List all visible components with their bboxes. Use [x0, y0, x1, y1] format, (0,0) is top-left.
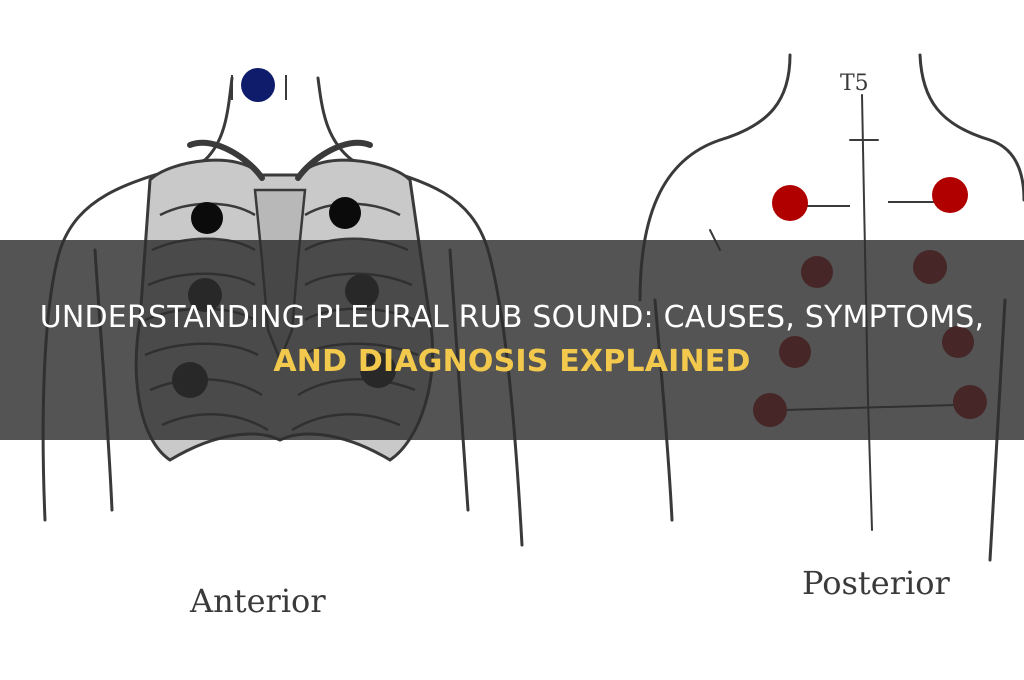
article-title-line-2: And Diagnosis Explained: [273, 344, 751, 379]
posterior-shoulder-right: [988, 138, 1024, 202]
anterior-neck-right: [316, 76, 354, 162]
auscultation-point: [329, 197, 361, 229]
suprasternal-point: [241, 68, 275, 102]
anterior-clavicle-right: [295, 139, 373, 181]
posterior-caption: Posterior: [802, 564, 950, 602]
posterior-neck-right: [918, 53, 992, 142]
auscultation-point: [772, 185, 808, 221]
title-banner: Understanding Pleural Rub Sound: Causes,…: [0, 240, 1024, 440]
auscultation-point: [191, 202, 223, 234]
spine-level-label: T5: [840, 71, 869, 96]
article-title-line-1: Understanding Pleural Rub Sound: Causes,…: [39, 300, 985, 335]
anterior-clavicle-left: [187, 139, 265, 181]
posterior-neck-left: [718, 53, 792, 142]
anterior-caption: Anterior: [190, 582, 326, 620]
anterior-neck-left: [203, 76, 234, 162]
auscultation-point: [932, 177, 968, 213]
